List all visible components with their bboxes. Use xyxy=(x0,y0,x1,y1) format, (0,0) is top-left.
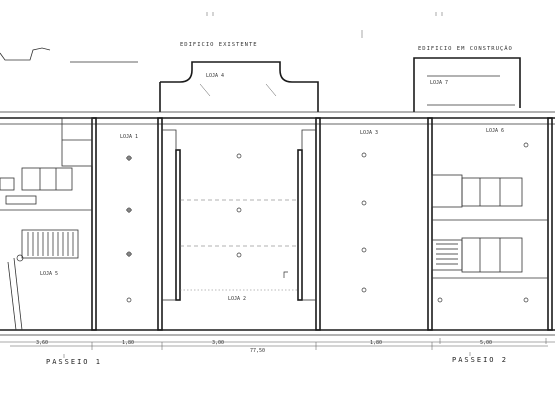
dimension-d4: 5,00 xyxy=(480,340,492,346)
bay-label: LOJA 4 xyxy=(206,73,224,79)
right-service-block xyxy=(431,174,548,279)
lower-facade-wall xyxy=(0,329,555,343)
section-marks xyxy=(63,338,547,358)
dimension-d2: 3,00 xyxy=(212,340,224,346)
passage-label-left: PASSEIO 1 xyxy=(46,358,102,366)
neighbour-outline-left xyxy=(0,47,138,63)
dimension-d5: 3,60 xyxy=(36,340,48,346)
top-ticks xyxy=(206,12,443,38)
light-fixtures xyxy=(126,142,529,303)
caption-building-under-construction: EDIFICIO EM CONSTRUÇÃO xyxy=(418,45,513,52)
room-label-f: LOJA 6 xyxy=(486,128,504,134)
right-stair-treads xyxy=(436,243,458,265)
neighbour-outline-right: LOJA 7 xyxy=(413,57,521,112)
facade-dimension-line: 1,80 3,00 1,80 5,00 77,50 3,60 xyxy=(10,340,548,354)
left-stair-treads xyxy=(27,232,74,256)
room-label-a: LOJA 1 xyxy=(120,134,138,140)
passage-label-right: PASSEIO 2 xyxy=(452,356,508,364)
dimension-d3: 1,80 xyxy=(370,340,382,346)
neighbour-label: LOJA 7 xyxy=(430,80,448,86)
dimension-overall: 77,50 xyxy=(250,348,265,354)
central-bay-parapet: LOJA 4 xyxy=(159,61,319,112)
left-service-block xyxy=(0,117,93,331)
room-label-b: LOJA 2 xyxy=(228,296,246,302)
room-label-e: LOJA 5 xyxy=(40,271,58,277)
caption-existing-building: EDIFICIO EXISTENTE xyxy=(180,42,258,48)
room-label-c: LOJA 3 xyxy=(360,130,378,136)
central-bay-steps xyxy=(162,129,316,301)
dimension-d1: 1,80 xyxy=(122,340,134,346)
party-walls xyxy=(91,117,553,331)
